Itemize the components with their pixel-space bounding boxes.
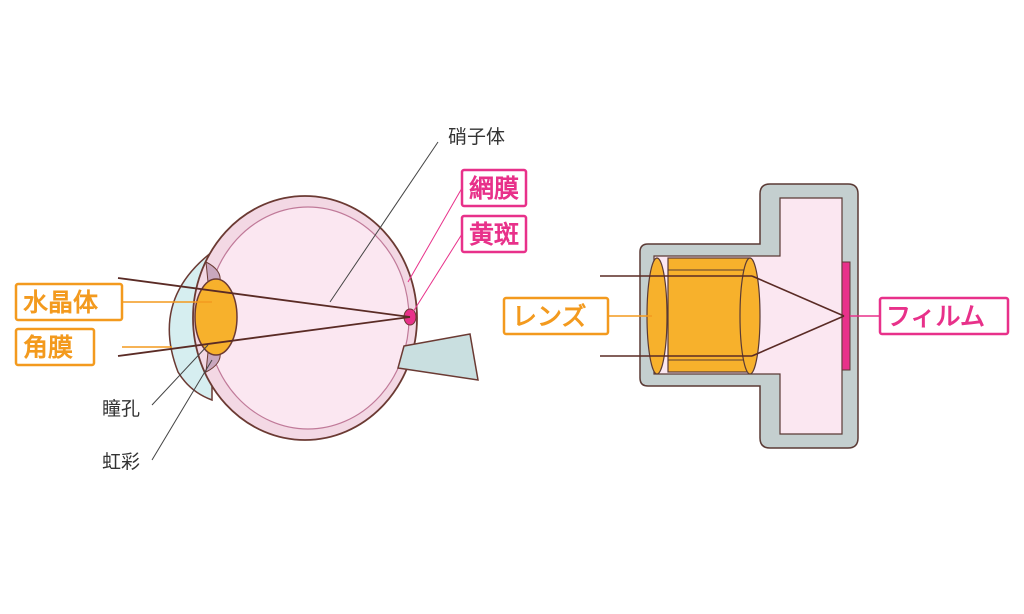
label-macula: 黄斑 (469, 220, 519, 249)
crystalline-lens (194, 278, 238, 356)
label-box-camera-lens (502, 296, 610, 336)
lens-barrel (667, 257, 751, 373)
label-camera-lens: レンズ (512, 302, 587, 331)
label-box-lens (14, 282, 124, 322)
label-box-retina (460, 168, 528, 208)
label-lens: 水晶体 (23, 288, 99, 317)
lens-element-rear (739, 257, 761, 375)
camera-illustration (600, 183, 859, 449)
optic-nerve (397, 333, 479, 381)
label-box-macula (460, 214, 528, 254)
eye-leaders (122, 141, 463, 461)
eye-illustration (117, 195, 479, 441)
camera-ray-converge-bottom (751, 315, 845, 357)
label-vitreous: 硝子体 (448, 126, 505, 148)
eye-ray-bottom (117, 316, 411, 357)
eye-ray-top (117, 277, 411, 318)
label-retina: 網膜 (469, 174, 519, 203)
label-pupil: 瞳孔 (102, 398, 140, 420)
label-box-cornea (14, 327, 96, 367)
label-iris: 虹彩 (102, 451, 140, 473)
label-cornea: 角膜 (23, 333, 73, 362)
label-box-film (878, 296, 1010, 336)
camera-ray-converge-top (751, 275, 845, 317)
label-film: フィルム (886, 302, 985, 331)
